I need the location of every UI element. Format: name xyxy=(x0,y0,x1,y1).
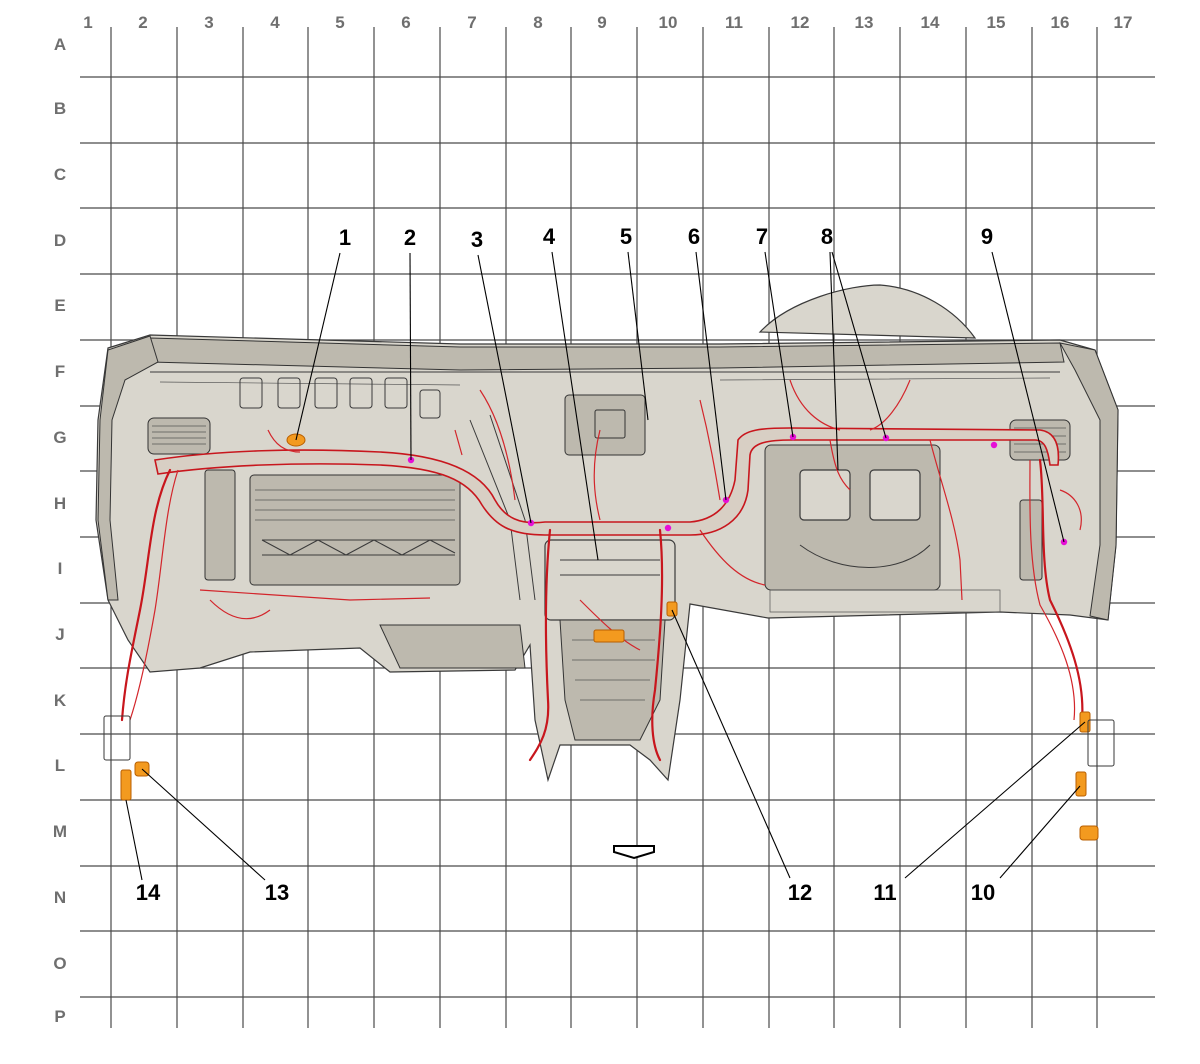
column-label: 17 xyxy=(1114,13,1133,32)
leader-line xyxy=(831,251,887,439)
callout-number: 7 xyxy=(756,224,768,249)
column-label: 16 xyxy=(1051,13,1070,32)
row-label: G xyxy=(53,428,66,447)
row-label: I xyxy=(58,559,63,578)
leader-line xyxy=(627,251,649,421)
column-label: 8 xyxy=(533,13,542,32)
column-label: 6 xyxy=(401,13,410,32)
callout-number: 13 xyxy=(265,880,289,905)
callout-number: 4 xyxy=(543,224,556,249)
callout-number: 6 xyxy=(688,224,700,249)
down-arrow-icon xyxy=(613,845,655,860)
leader-line xyxy=(671,609,791,879)
leader-line xyxy=(695,251,727,501)
main-harness xyxy=(120,379,1084,762)
row-label: N xyxy=(54,888,66,907)
column-label: 12 xyxy=(791,13,810,32)
row-label: O xyxy=(53,954,66,973)
column-label: 9 xyxy=(597,13,606,32)
instrument-panel-body xyxy=(95,284,1119,783)
row-label: P xyxy=(54,1007,65,1026)
row-label: F xyxy=(55,362,65,381)
callout-number: 14 xyxy=(136,880,161,905)
column-label: 5 xyxy=(335,13,344,32)
callout-number: 5 xyxy=(620,224,632,249)
leader-line xyxy=(141,768,266,881)
callout-number: 8 xyxy=(821,224,833,249)
callout-number: 12 xyxy=(788,880,812,905)
row-label: D xyxy=(54,231,66,250)
callout-number: 1 xyxy=(339,225,351,250)
leader-line xyxy=(999,785,1081,879)
column-label: 15 xyxy=(987,13,1006,32)
row-label: E xyxy=(54,296,65,315)
row-label: B xyxy=(54,99,66,118)
leader-line xyxy=(409,252,412,461)
leader-line xyxy=(764,251,794,438)
row-label: J xyxy=(55,625,64,644)
row-label: A xyxy=(54,35,66,54)
leader-line xyxy=(904,721,1086,879)
callout-number: 2 xyxy=(404,225,416,250)
leader-line xyxy=(295,252,341,441)
leader-line xyxy=(829,251,839,471)
row-label: C xyxy=(54,165,66,184)
leader-line xyxy=(991,251,1065,543)
column-label: 1 xyxy=(83,13,92,32)
callout-number: 9 xyxy=(981,224,993,249)
callout-number: 3 xyxy=(471,227,483,252)
column-label: 13 xyxy=(855,13,874,32)
callout-number: 10 xyxy=(971,880,995,905)
column-label: 14 xyxy=(921,13,940,32)
row-label: M xyxy=(53,822,67,841)
leader-line xyxy=(125,799,143,881)
row-label: K xyxy=(54,691,67,710)
leader-line xyxy=(477,254,532,524)
leader-line xyxy=(551,251,599,561)
callout-number: 11 xyxy=(873,880,896,905)
column-label: 3 xyxy=(204,13,213,32)
row-labels: A B C D E F G H I J K L M N O P xyxy=(53,35,67,1026)
row-label: L xyxy=(55,756,65,775)
column-label: 2 xyxy=(138,13,147,32)
callout-leader-lines xyxy=(125,251,1086,881)
column-label: 7 xyxy=(467,13,476,32)
column-label: 10 xyxy=(659,13,678,32)
column-label: 4 xyxy=(270,13,280,32)
row-label: H xyxy=(54,494,66,513)
column-label: 11 xyxy=(725,13,743,32)
